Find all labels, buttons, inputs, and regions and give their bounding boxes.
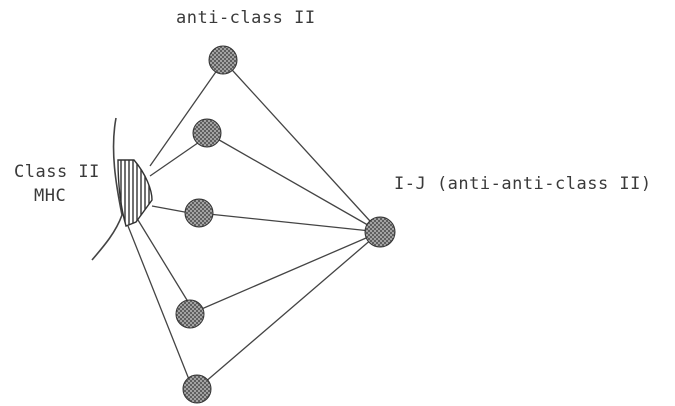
- anti-class-ii-node-1: [208, 45, 238, 75]
- edge-mhc-node-3: [151, 205, 191, 214]
- edge-mhc-node-1: [149, 65, 221, 167]
- anti-class-ii-node-5: [182, 374, 212, 404]
- anti-class-ii-label: anti-class II: [176, 8, 316, 28]
- class-ii-label: Class II: [14, 162, 100, 182]
- edge-mhc-node-4: [137, 219, 191, 306]
- mhc-label: MHC: [34, 186, 67, 206]
- edge-node-3-ij: [198, 212, 381, 233]
- cell-membrane-curve: [91, 117, 123, 261]
- i-j-label: I-J (anti-anti-class II): [394, 174, 652, 194]
- anti-class-ii-node-4: [175, 299, 205, 329]
- edge-mhc-node-5: [127, 225, 191, 383]
- edge-node-4-ij: [189, 231, 381, 315]
- edge-node-2-ij: [206, 132, 381, 233]
- class-ii-mhc-molecule: [117, 159, 153, 227]
- i-j-node: [364, 216, 396, 248]
- anti-class-ii-node-3: [184, 198, 214, 228]
- anti-class-ii-node-2: [192, 118, 222, 148]
- edge-mhc-node-2: [149, 137, 206, 177]
- edge-node-5-ij: [196, 231, 381, 390]
- edge-node-1-ij: [222, 59, 381, 233]
